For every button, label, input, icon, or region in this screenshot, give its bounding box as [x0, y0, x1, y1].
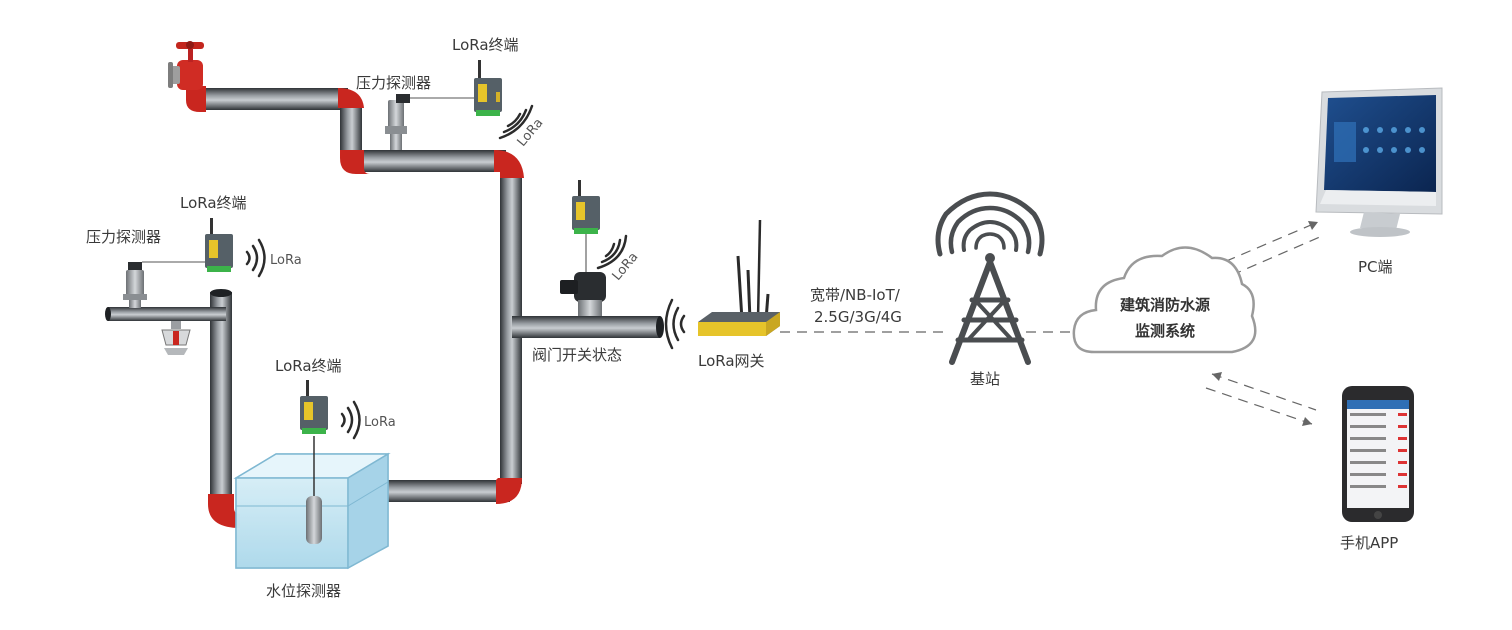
label-link-line1: 宽带/NB-IoT/ [810, 286, 900, 304]
elbow-top-right [338, 88, 364, 108]
wave-top [498, 104, 534, 140]
base-station-tower [935, 191, 1045, 365]
pressure-sensor-left [123, 261, 205, 308]
pipe-left-top-cap [210, 289, 232, 297]
phone-list-rows [1350, 413, 1407, 488]
pipe-end-cap [656, 316, 664, 338]
cloud [1072, 246, 1257, 354]
valve-actuator [560, 234, 606, 316]
sprinkler-head [161, 321, 191, 355]
pipe-left-vertical [210, 292, 232, 502]
wave-valve [596, 234, 628, 270]
wireless-waves [245, 104, 686, 440]
cloud-title-line1: 建筑消防水源 [1119, 296, 1210, 314]
pipe-top-horizontal [200, 88, 348, 110]
link-cloud-app-down [1205, 387, 1313, 425]
pc-monitor [1315, 87, 1443, 237]
label-terminal-left: LoRa终端 [180, 194, 247, 212]
label-valve-state: 阀门开关状态 [532, 346, 623, 364]
wave-tank [340, 400, 361, 440]
label-lora-left: LoRa [270, 253, 302, 268]
elbow-mid-left [340, 150, 370, 174]
label-app: 手机APP [1340, 534, 1399, 552]
pipe-left-horizontal [108, 307, 226, 321]
label-terminal-top: LoRa终端 [452, 36, 519, 54]
label-link-line2: 2.5G/3G/4G [814, 308, 902, 326]
pipe-valve-branch [512, 316, 660, 338]
wave-gateway [664, 298, 686, 350]
lora-gateway [698, 219, 780, 336]
cloud-title: 建筑消防水源 监测系统 [1100, 292, 1230, 344]
mobile-phone [1342, 386, 1414, 522]
elbow-bottom-right [496, 478, 522, 504]
lora-terminal-top [474, 60, 502, 116]
hydrant-valve [168, 41, 204, 90]
label-pressure-top: 压力探测器 [356, 74, 432, 92]
pipe-mid-horizontal [360, 150, 506, 172]
label-terminal-tank: LoRa终端 [275, 357, 342, 375]
lora-terminal-left [205, 218, 233, 272]
label-gateway: LoRa网关 [698, 352, 765, 370]
arrow-to-pc [1308, 221, 1318, 230]
water-level-probe [306, 436, 322, 544]
lora-terminal-valve [572, 180, 600, 234]
label-lora-tank: LoRa [364, 415, 396, 430]
pipe-network [105, 80, 664, 528]
pipe-bottom-horizontal [388, 480, 510, 502]
pipe-left-end-cap [105, 307, 111, 321]
lora-terminal-tank [300, 380, 328, 434]
arrow-to-cloud-from-app [1212, 372, 1222, 381]
link-cloud-app-up [1211, 373, 1317, 411]
pipe-right-vertical [500, 172, 522, 484]
wave-left [245, 238, 266, 278]
pressure-sensor-top [385, 94, 476, 150]
label-pressure-left: 压力探测器 [86, 228, 162, 246]
pipe-riser-short [340, 100, 362, 158]
arrow-to-app [1302, 417, 1312, 426]
screen-dashboard-icons [1334, 122, 1425, 162]
elbow-bottom-left [208, 494, 240, 528]
label-pc: PC端 [1358, 258, 1393, 276]
label-base-station: 基站 [970, 370, 1001, 388]
label-water-level: 水位探测器 [266, 582, 342, 600]
elbow-mid-right [494, 150, 524, 178]
cloud-title-line2: 监测系统 [1134, 322, 1195, 340]
